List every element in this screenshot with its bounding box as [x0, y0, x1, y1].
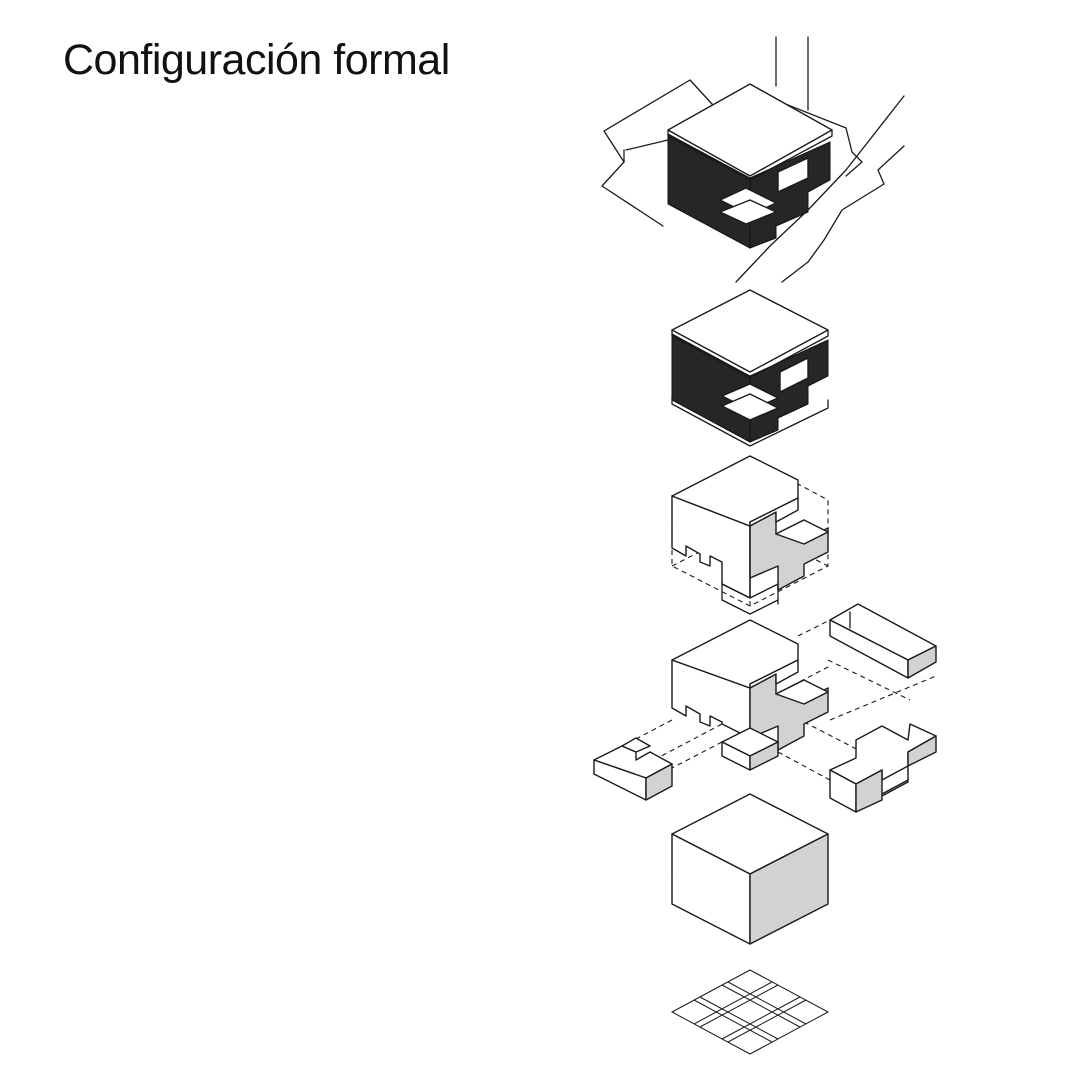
base-cube	[671, 793, 829, 945]
page-title: Configuración formal	[63, 36, 450, 84]
facade-model	[671, 289, 829, 447]
structural-grid	[670, 969, 830, 1055]
site-context-model	[601, 36, 905, 283]
carved-volume	[671, 455, 829, 615]
exploded-volume	[593, 603, 937, 813]
